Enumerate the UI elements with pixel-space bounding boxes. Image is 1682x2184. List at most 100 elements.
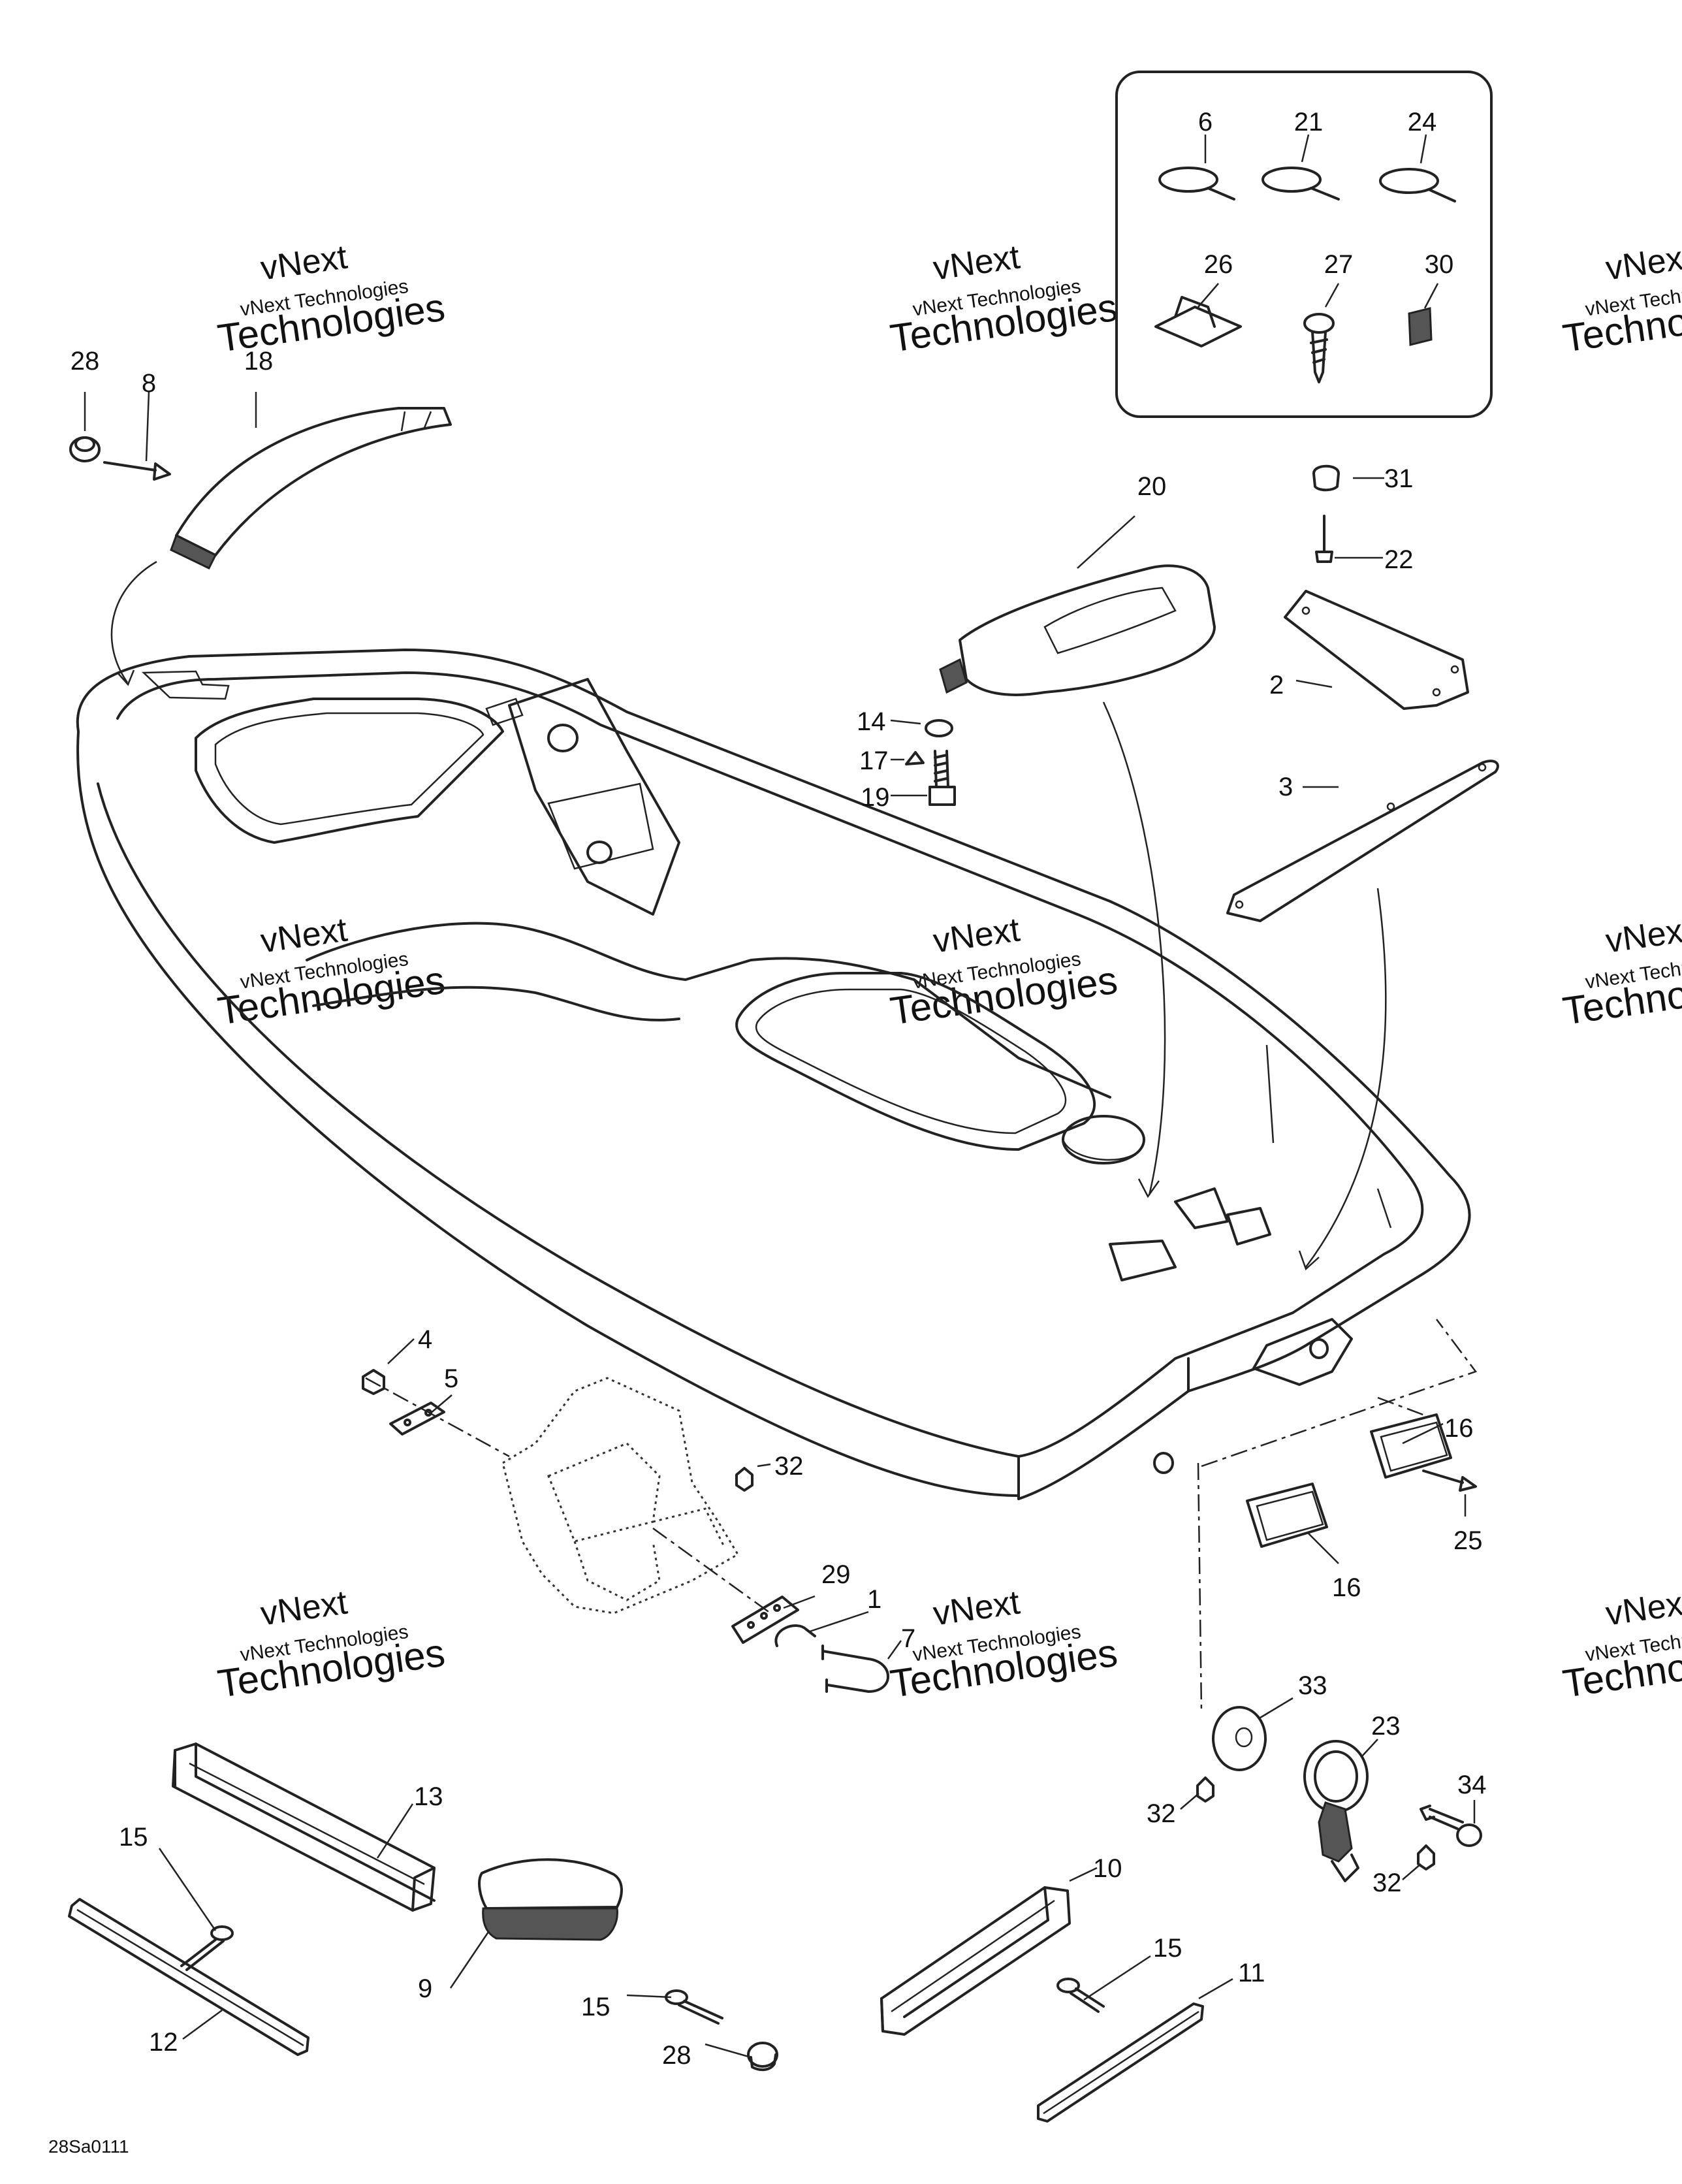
callout-9[interactable]: 9 xyxy=(418,1974,432,2003)
eye-bolt-1-icon xyxy=(774,1624,816,1647)
watermark-line1: vNext xyxy=(259,1584,350,1633)
callout-21[interactable]: 21 xyxy=(1294,108,1324,136)
screw-25-icon xyxy=(1422,1469,1477,1492)
nut-17-icon xyxy=(905,751,925,765)
callout-24[interactable]: 24 xyxy=(1408,108,1437,136)
watermark: vNext vNext Technologies Technologies xyxy=(1560,1584,1682,1706)
callout-34[interactable]: 34 xyxy=(1457,1771,1487,1799)
callout-15-center[interactable]: 15 xyxy=(581,1993,611,2021)
callout-17[interactable]: 17 xyxy=(859,747,889,775)
callout-22[interactable]: 22 xyxy=(1384,545,1414,574)
drain-plug-23-icon xyxy=(1303,1740,1369,1882)
screw-27-icon xyxy=(1303,313,1335,383)
callout-33[interactable]: 33 xyxy=(1298,1671,1327,1700)
watermark-line1: vNext xyxy=(259,911,350,961)
leader-dashed-drain xyxy=(1197,1462,1203,1712)
leader-dashed-stern xyxy=(1201,1319,1478,1468)
leader-dashed-bracket-right xyxy=(652,1527,771,1614)
callout-20[interactable]: 20 xyxy=(1137,472,1167,501)
watermark: vNext vNext Technologies Technologies xyxy=(887,238,1120,361)
callout-labels: 6 21 24 26 27 30 28 8 18 20 31 22 2 3 14… xyxy=(71,108,1487,2070)
watermark: vNext vNext Technologies Technologies xyxy=(215,238,447,361)
callout-6[interactable]: 6 xyxy=(1198,108,1213,136)
diagram-code: 28Sa0111 xyxy=(48,2136,129,2157)
plate-3-icon xyxy=(1226,760,1499,922)
clamp-21-icon xyxy=(1262,167,1340,201)
callout-3[interactable]: 3 xyxy=(1278,773,1293,801)
watermark-line1: vNext xyxy=(931,238,1023,288)
rail-13-icon xyxy=(172,1742,436,1912)
callout-25[interactable]: 25 xyxy=(1453,1526,1483,1555)
callout-13[interactable]: 13 xyxy=(414,1782,443,1811)
nut-32-top-icon xyxy=(735,1467,754,1492)
arrow-plate-to-hull xyxy=(1305,888,1387,1268)
callout-16-left[interactable]: 16 xyxy=(1332,1573,1361,1602)
rail-12-icon xyxy=(68,1898,309,2056)
seat-20-icon xyxy=(939,564,1216,696)
cap-nut-28-icon xyxy=(69,436,101,462)
callout-30[interactable]: 30 xyxy=(1425,250,1454,279)
pad-30-icon xyxy=(1408,307,1433,346)
screw-8-icon xyxy=(103,461,171,481)
clamp-6-icon xyxy=(1158,167,1235,201)
watermark-line1: vNext xyxy=(1604,911,1682,961)
callout-15-right[interactable]: 15 xyxy=(1153,1934,1182,1963)
callout-32-left[interactable]: 32 xyxy=(1147,1799,1176,1828)
watermark-line1: vNext xyxy=(931,1584,1023,1633)
callout-19[interactable]: 19 xyxy=(861,783,890,812)
watermark: vNext vNext Technologies Technologies xyxy=(887,911,1120,1033)
fastener-15-right-icon xyxy=(1056,1978,1105,2013)
watermark: vNext vNext Technologies Technologies xyxy=(1560,911,1682,1033)
callout-7[interactable]: 7 xyxy=(901,1624,915,1653)
callout-23[interactable]: 23 xyxy=(1371,1712,1401,1741)
screw-34-icon xyxy=(1420,1805,1482,1847)
watermark: vNext vNext Technologies Technologies xyxy=(215,1584,447,1706)
nut-32-right-icon xyxy=(1417,1844,1435,1871)
callout-31[interactable]: 31 xyxy=(1384,464,1414,493)
rail-10-icon xyxy=(880,1886,1071,2036)
callout-5[interactable]: 5 xyxy=(444,1364,458,1393)
arrow-head xyxy=(1298,1250,1320,1271)
nut-32-left-icon xyxy=(1196,1776,1214,1803)
gasket-33-icon xyxy=(1212,1706,1267,1771)
callout-28-top[interactable]: 28 xyxy=(71,347,100,376)
callout-10[interactable]: 10 xyxy=(1093,1854,1122,1883)
callout-4[interactable]: 4 xyxy=(418,1325,432,1354)
leader-dashed-pads xyxy=(1377,1396,1431,1419)
callout-26[interactable]: 26 xyxy=(1204,250,1233,279)
callout-12[interactable]: 12 xyxy=(149,2028,178,2057)
callout-14[interactable]: 14 xyxy=(857,707,886,736)
washer-14-icon xyxy=(925,719,953,737)
leader-lines xyxy=(84,134,1476,2059)
plate-29-icon xyxy=(731,1596,799,1644)
callout-29[interactable]: 29 xyxy=(821,1560,851,1589)
rail-11-icon xyxy=(1037,2002,1204,2123)
callout-16-right[interactable]: 16 xyxy=(1444,1414,1474,1443)
bolt-19-icon xyxy=(928,750,956,806)
callout-15-left[interactable]: 15 xyxy=(119,1823,148,1852)
callout-32-right[interactable]: 32 xyxy=(1373,1869,1402,1897)
bumper-9-icon xyxy=(478,1858,623,1941)
clamp-24-icon xyxy=(1379,168,1456,202)
callout-27[interactable]: 27 xyxy=(1324,250,1354,279)
cap-28-bottom-icon xyxy=(747,2042,778,2072)
hull-body xyxy=(76,649,1471,1500)
callout-1[interactable]: 1 xyxy=(867,1585,881,1614)
watermark-line1: vNext xyxy=(1604,1584,1682,1633)
plate-2-icon xyxy=(1284,590,1469,710)
callout-8[interactable]: 8 xyxy=(142,369,156,398)
hardware-inset-box xyxy=(1115,71,1493,418)
callout-2[interactable]: 2 xyxy=(1269,671,1284,699)
watermark-line1: vNext xyxy=(259,238,350,288)
callout-18[interactable]: 18 xyxy=(244,347,274,376)
callout-32-top[interactable]: 32 xyxy=(774,1452,804,1481)
cap-31-icon xyxy=(1312,464,1340,492)
nut-4-icon xyxy=(362,1369,385,1395)
watermark-line1: vNext xyxy=(1604,238,1682,288)
watermark-line1: vNext xyxy=(931,911,1023,961)
callout-28-bottom[interactable]: 28 xyxy=(662,2041,691,2070)
arrow-handle-to-hull xyxy=(110,560,157,683)
arrow-head xyxy=(117,669,135,686)
callout-11[interactable]: 11 xyxy=(1238,1959,1265,1987)
